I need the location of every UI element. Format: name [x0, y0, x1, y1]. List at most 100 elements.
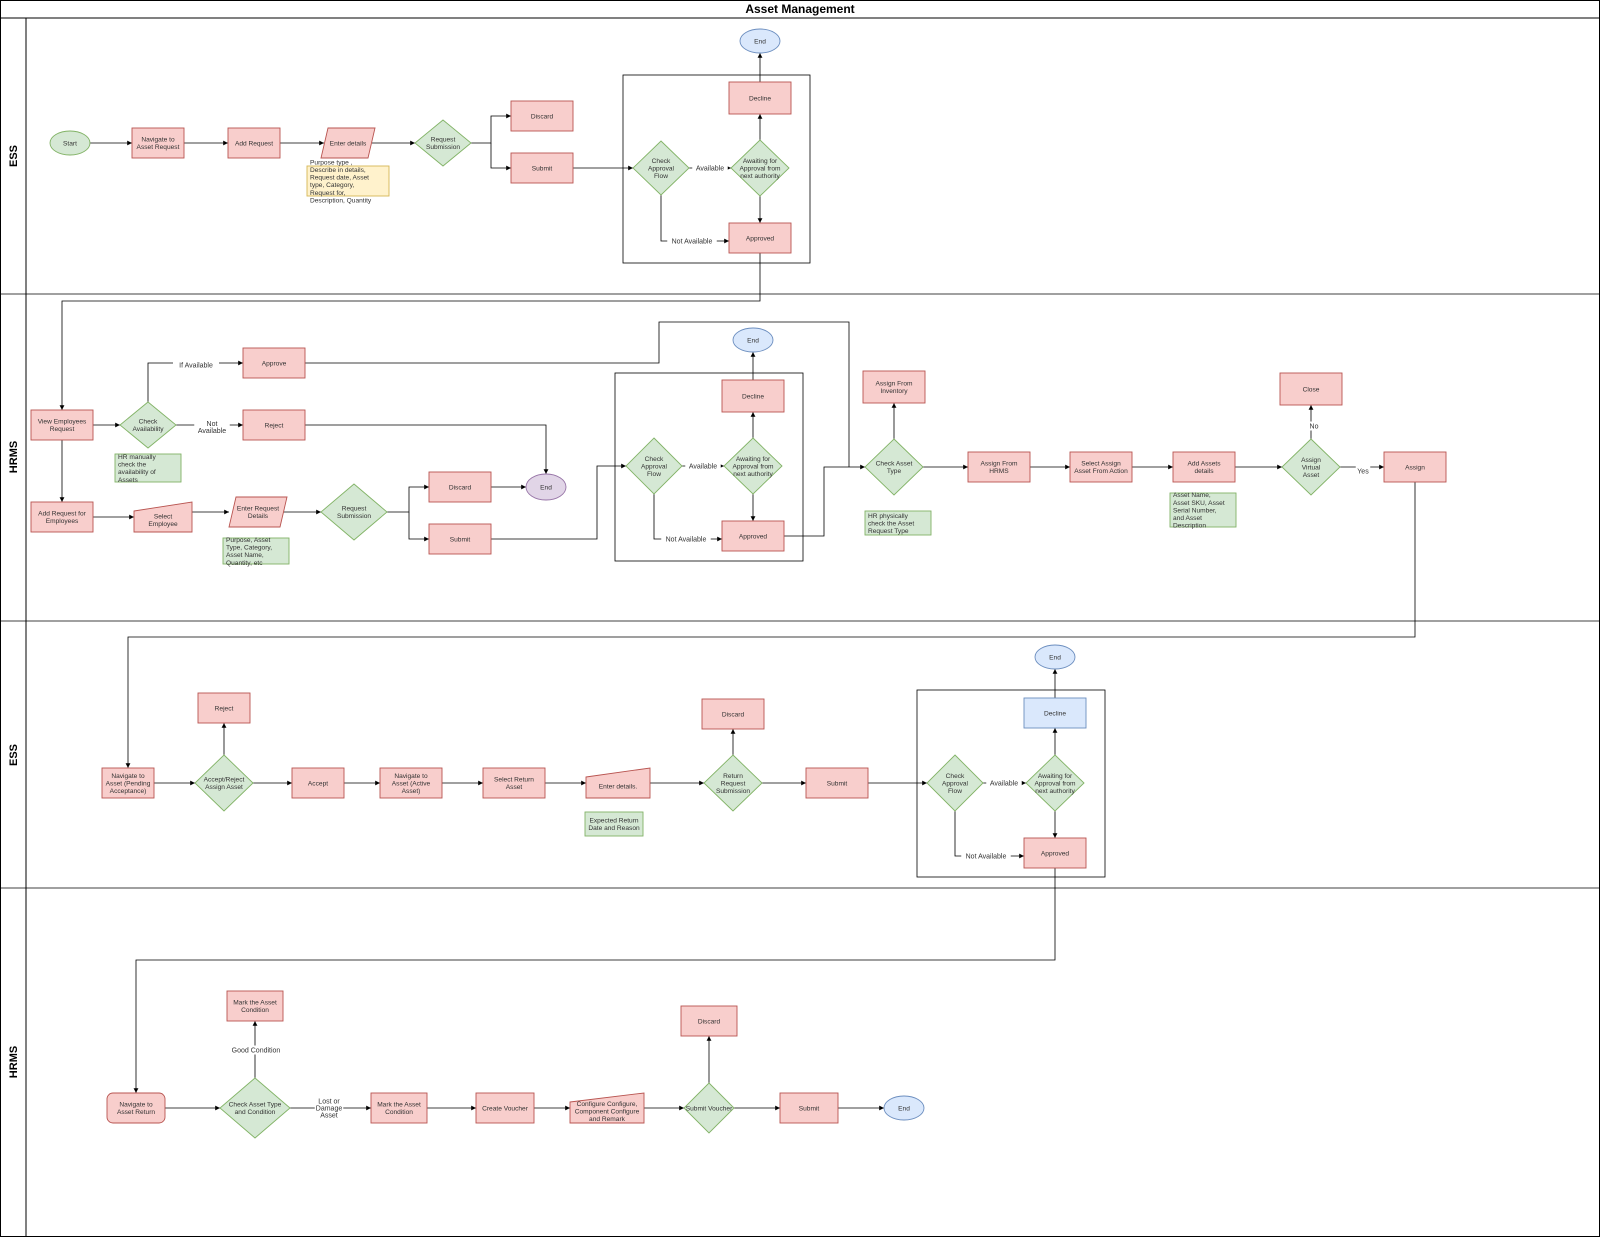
edge-label-bg	[1308, 421, 1320, 431]
node-label: Submit	[827, 780, 848, 787]
node-shape	[723, 437, 783, 495]
edge-label-bg	[1355, 466, 1371, 476]
edge-label-no: No	[1308, 421, 1320, 431]
node-shape	[306, 165, 390, 197]
node-shape	[1069, 451, 1133, 483]
node-shape	[967, 451, 1031, 483]
approval-group-3	[916, 689, 1106, 878]
node-label: Reject	[265, 422, 284, 429]
node-l1-enter: Enter details	[320, 127, 376, 159]
node-l4-voucher: Create Voucher	[475, 1092, 535, 1124]
edge-label-bg	[692, 163, 728, 173]
node-label: End	[540, 484, 552, 491]
node-l1-decline: Decline	[728, 81, 792, 115]
edge-label-text: Available	[689, 463, 717, 470]
node-l4-submit: Submit	[779, 1092, 839, 1124]
node-l2-decline: Decline	[721, 379, 785, 413]
node-shape	[133, 501, 193, 533]
node-label: Accept	[308, 780, 328, 787]
node-shape	[728, 222, 792, 254]
node-shape	[680, 1005, 738, 1037]
node-shape	[703, 754, 763, 812]
node-shape	[732, 327, 774, 353]
node-shape	[883, 1095, 925, 1121]
node-l3-decline: Decline	[1023, 697, 1087, 729]
node-label: Decline	[749, 95, 771, 102]
node-shape	[1281, 438, 1341, 496]
edge-label-if-available: If Available	[173, 360, 219, 370]
node-shape	[510, 152, 574, 184]
node-label: Discard	[698, 1018, 721, 1025]
node-shape	[1034, 644, 1076, 670]
edge-connector	[305, 321, 850, 467]
node-shape	[739, 28, 781, 54]
node-shape	[106, 1092, 166, 1124]
node-shape	[226, 990, 284, 1022]
node-shape	[683, 1082, 735, 1134]
node-shape	[30, 501, 94, 533]
node-label: Create Voucher	[482, 1105, 529, 1112]
edge-label-not-available: Not Available	[961, 851, 1011, 861]
node-label: End	[1049, 654, 1061, 661]
node-label: Discard	[449, 484, 472, 491]
node-shape	[864, 438, 924, 496]
edge-connector	[59, 253, 761, 410]
lane-label-hrms-2: HRMS	[8, 1046, 20, 1078]
node-l2-discard: Discard	[428, 471, 492, 503]
node-label: Discard	[722, 711, 745, 718]
edge-label-text: No	[1310, 423, 1319, 430]
node-shape	[926, 754, 984, 812]
edge-label-text: If Available	[179, 362, 213, 369]
node-shape	[1172, 451, 1236, 483]
node-label: Add Request	[235, 140, 273, 147]
edge-connector	[660, 195, 729, 244]
edge-label-bg	[229, 1045, 283, 1055]
edge-connector	[305, 424, 549, 474]
node-shape	[475, 1092, 535, 1124]
node-label: Approved	[746, 235, 775, 242]
node-l1-discard: Discard	[510, 100, 574, 132]
node-shape	[482, 767, 546, 799]
node-shape	[510, 100, 574, 132]
node-shape	[222, 537, 290, 565]
edge-label-not-available: Not Available	[661, 534, 711, 544]
edge-connector	[784, 464, 865, 537]
node-label: Approved	[739, 533, 768, 540]
edge-label-text: Available	[990, 780, 1018, 787]
node-label: Approve	[262, 360, 287, 367]
node-shape	[779, 1092, 839, 1124]
edge-connector	[653, 494, 722, 542]
node-l3-end: End	[1034, 644, 1076, 670]
node-label: Reject	[215, 705, 234, 712]
node-shape	[730, 139, 790, 197]
node-shape	[862, 370, 926, 404]
